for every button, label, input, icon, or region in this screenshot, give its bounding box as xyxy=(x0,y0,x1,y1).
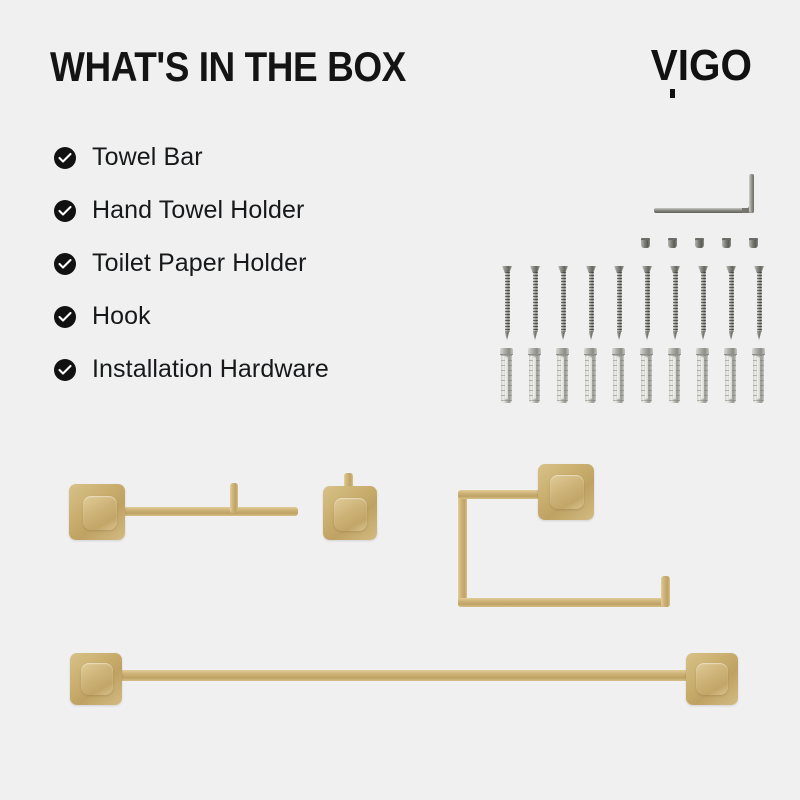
screw-icon xyxy=(530,266,540,340)
hand-towel-plate-boss xyxy=(83,496,117,530)
feature-list: Towel Bar Hand Towel Holder Toilet Paper… xyxy=(54,131,474,396)
check-circle-icon xyxy=(54,252,76,275)
set-screw-icon xyxy=(641,238,650,249)
brand-logo-accent-icon xyxy=(670,89,675,98)
tp-holder-bottom-side xyxy=(458,598,670,607)
wall-anchor-icon xyxy=(612,348,625,403)
wall-anchor-icon xyxy=(556,348,569,403)
brand-logo-text: VIGO xyxy=(650,41,753,90)
screw-icon xyxy=(502,266,512,340)
screw-icon xyxy=(698,266,708,340)
brand-logo: VIGO xyxy=(642,44,752,100)
product-hand-towel-holder xyxy=(60,470,298,550)
towel-bar-rail xyxy=(98,670,710,681)
list-item: Towel Bar xyxy=(54,131,474,184)
wall-anchor-icon xyxy=(584,348,597,403)
screw-icon xyxy=(614,266,624,340)
hand-towel-end-stop xyxy=(230,483,238,513)
list-item: Hand Towel Holder xyxy=(54,184,474,237)
wall-anchor-icon xyxy=(696,348,709,403)
check-circle-icon xyxy=(54,305,76,328)
check-circle-icon xyxy=(54,358,76,381)
list-item: Toilet Paper Holder xyxy=(54,237,474,290)
wall-anchor-icon xyxy=(668,348,681,403)
product-hook xyxy=(318,468,398,550)
set-screw-icon xyxy=(749,238,758,249)
towel-bar-right-plate-boss xyxy=(696,663,728,695)
list-item: Installation Hardware xyxy=(54,343,474,396)
screw-icon xyxy=(642,266,652,340)
product-toilet-paper-holder xyxy=(448,460,683,625)
list-item-label: Hook xyxy=(92,302,151,330)
hex-key-icon xyxy=(654,168,754,214)
list-item-label: Towel Bar xyxy=(92,143,203,171)
set-screw-icon xyxy=(668,238,677,249)
list-item: Hook xyxy=(54,290,474,343)
screw-icon xyxy=(754,266,764,340)
wall-anchor-icon xyxy=(500,348,513,403)
wall-anchor-icon xyxy=(528,348,541,403)
tp-holder-left-side xyxy=(458,494,467,607)
check-circle-icon xyxy=(54,146,76,169)
wall-anchor-icon xyxy=(640,348,653,403)
page-title: WHAT'S IN THE BOX xyxy=(50,43,406,90)
list-item-label: Hand Towel Holder xyxy=(92,196,305,224)
hook-plate-boss xyxy=(334,498,367,531)
tp-holder-right-stub xyxy=(661,576,670,607)
hand-towel-arm xyxy=(98,507,298,516)
set-screw-icon xyxy=(695,238,704,249)
check-circle-icon xyxy=(54,199,76,222)
product-towel-bar xyxy=(60,645,750,715)
list-item-label: Toilet Paper Holder xyxy=(92,249,307,277)
tp-holder-plate-boss xyxy=(550,475,584,509)
list-item-label: Installation Hardware xyxy=(92,355,329,383)
towel-bar-left-plate-boss xyxy=(81,663,113,695)
set-screw-icon xyxy=(722,238,731,249)
wall-anchor-icon xyxy=(724,348,737,403)
screw-icon xyxy=(586,266,596,340)
screw-icon xyxy=(726,266,736,340)
screw-icon xyxy=(670,266,680,340)
screw-icon xyxy=(558,266,568,340)
wall-anchor-icon xyxy=(752,348,765,403)
tp-holder-top-side xyxy=(458,490,566,499)
installation-hardware-illustration xyxy=(488,168,778,408)
